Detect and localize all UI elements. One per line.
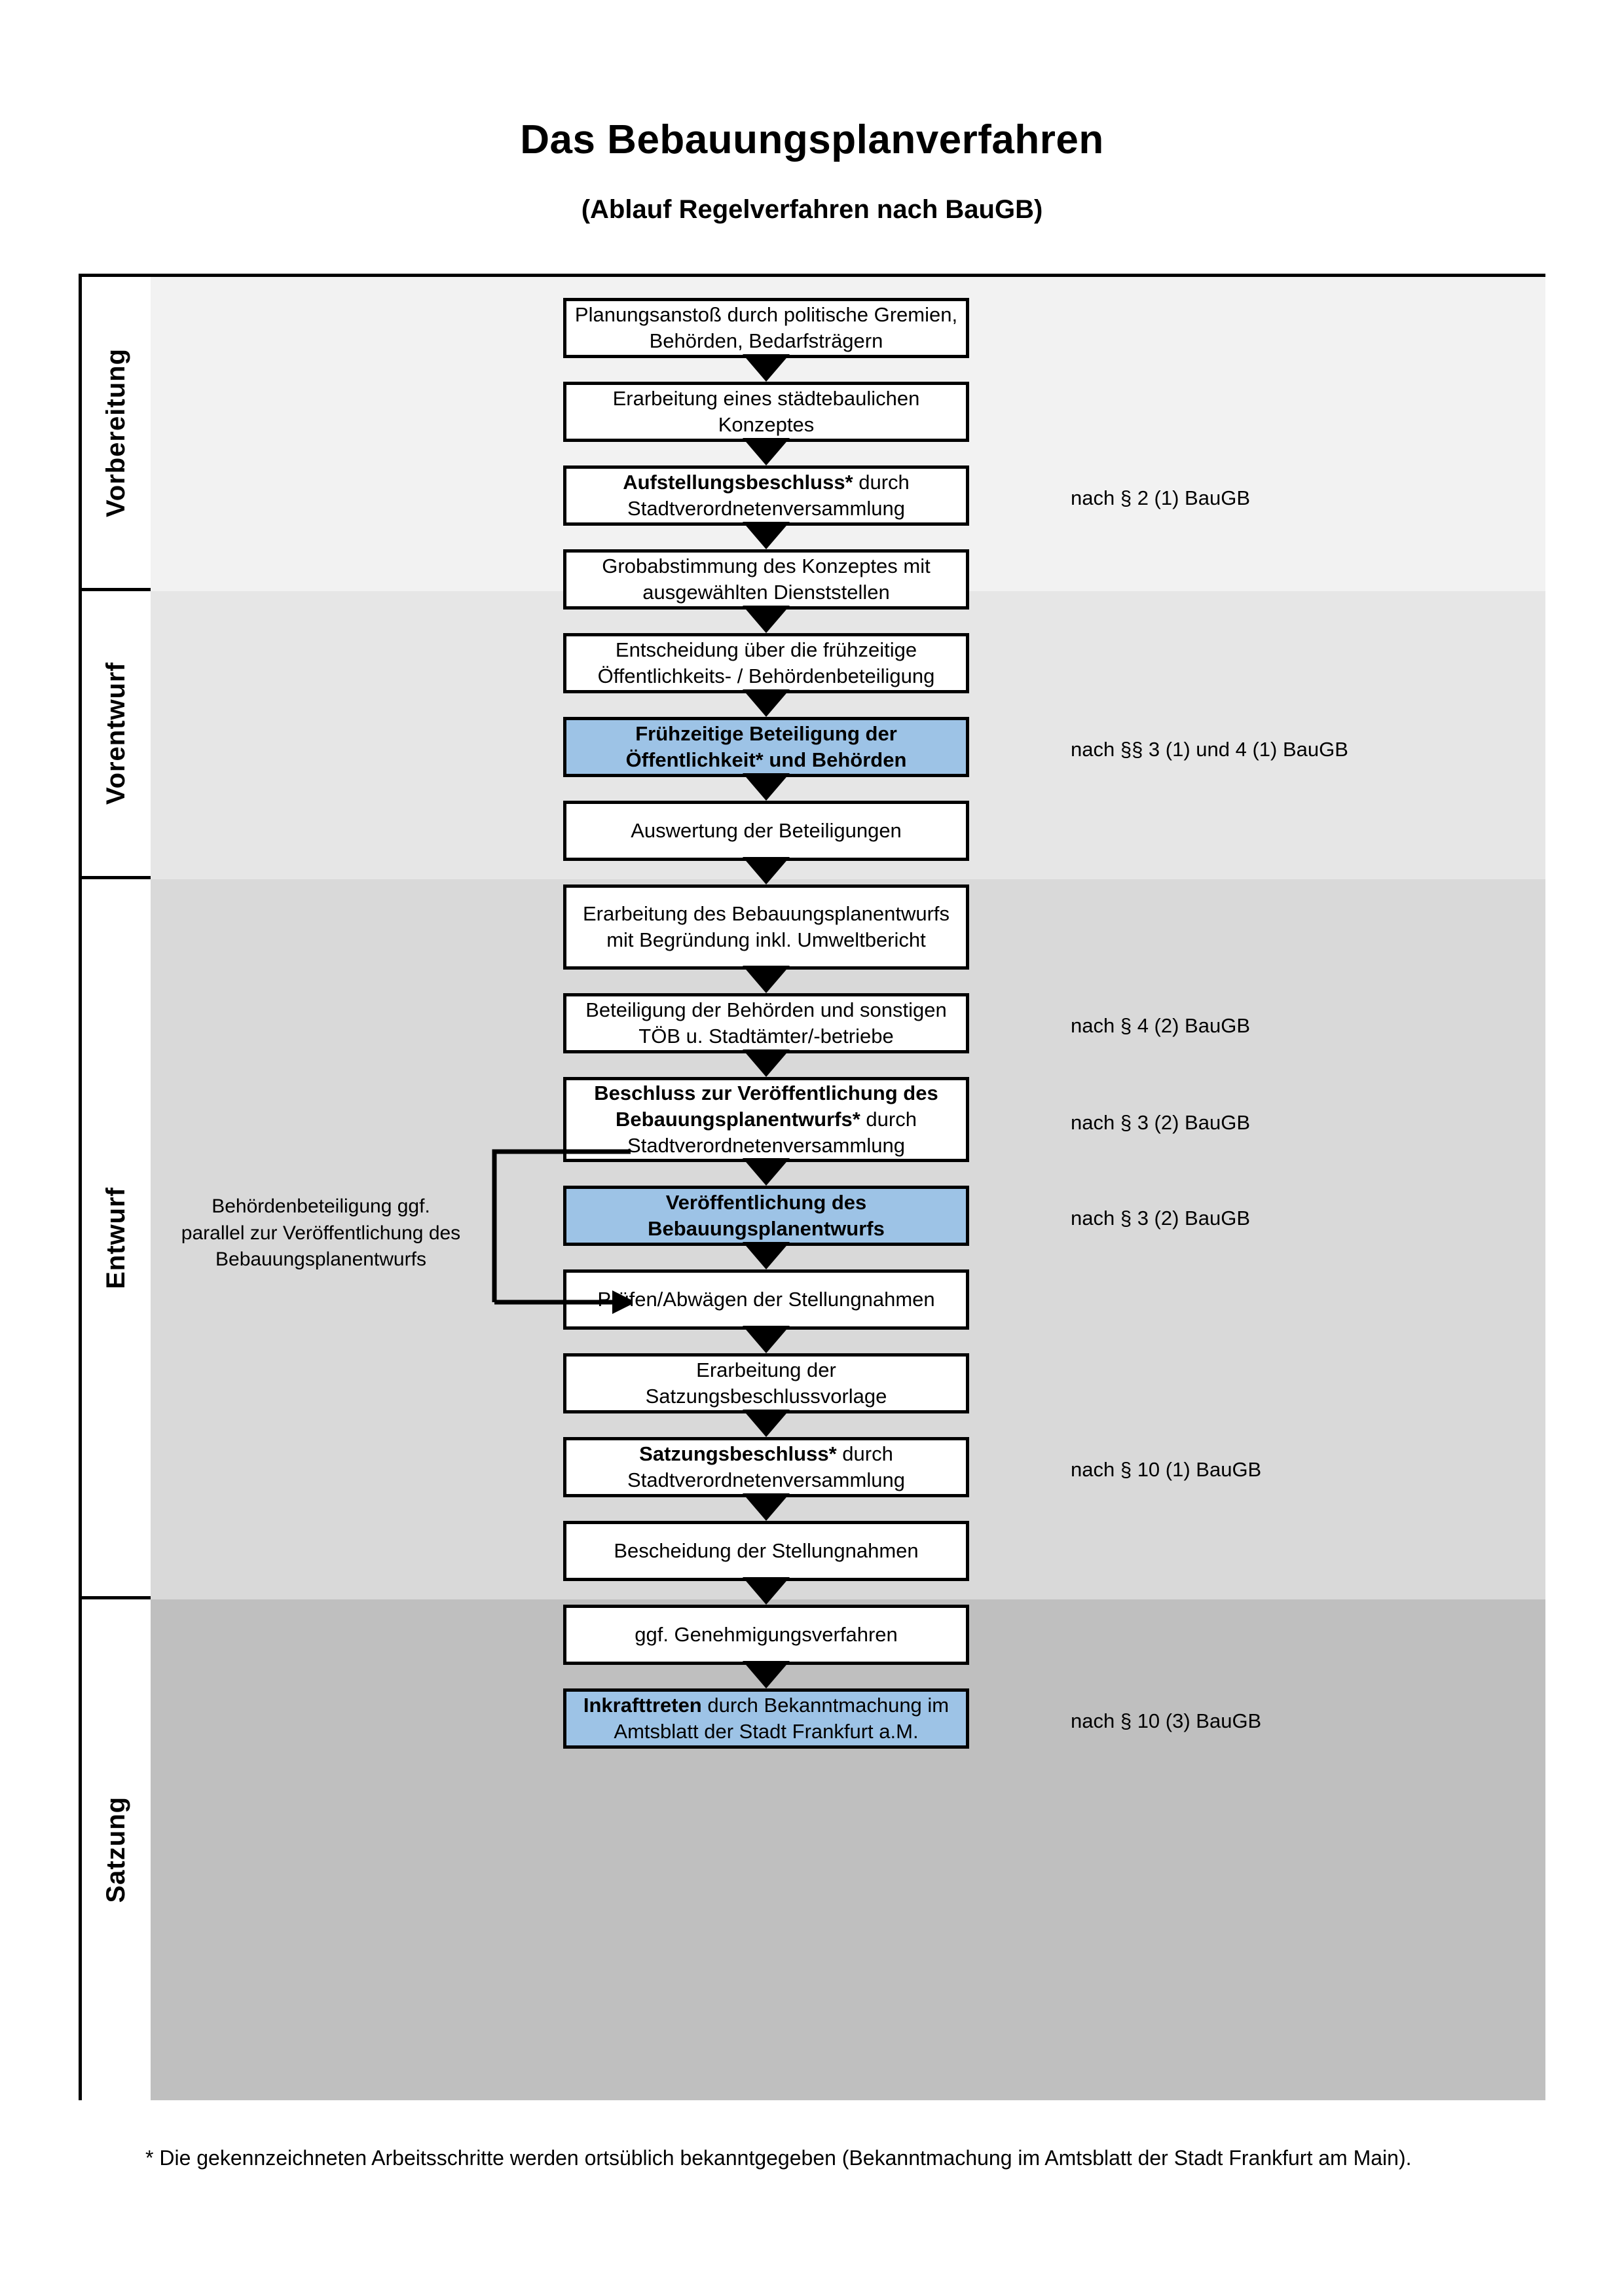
process-box-auswertung-beteiligungen[interactable]: Auswertung der Beteiligungen	[563, 801, 969, 861]
process-box-genehmigungsverfahren[interactable]: ggf. Genehmigungsverfahren	[563, 1605, 969, 1665]
process-box-pruefen-abwaegen[interactable]: Prüfen/Abwägen der Stellungnahmen	[563, 1269, 969, 1330]
process-box-inkrafttreten[interactable]: Inkrafttreten durch Bekanntmachung im Am…	[563, 1688, 969, 1749]
phase-label-entwurf: Entwurf	[82, 879, 151, 1599]
arrow-down-icon	[743, 773, 790, 801]
arrow-down-icon	[743, 1049, 790, 1077]
process-box-rest-text: durch Stadtverordnetenversammlung	[627, 470, 910, 520]
process-box-text: Erarbeitung der Satzungsbeschlussvorlage	[645, 1358, 887, 1408]
process-box-beschluss-veroeffentlichung[interactable]: Beschluss zur Veröffentlichung des Bebau…	[563, 1077, 969, 1162]
process-box-text: Veröffentlichung des Bebauungsplanentwur…	[573, 1190, 959, 1243]
process-box-fruehzeitige-beteiligung[interactable]: Frühzeitige Beteiligung der Öffentlichke…	[563, 717, 969, 777]
arrow-down-icon	[743, 1242, 790, 1269]
process-box-staedtebauliches-konzept[interactable]: Erarbeitung eines städtebaulichen Konzep…	[563, 382, 969, 442]
process-box-bold-text: Aufstellungsbeschluss*	[623, 470, 853, 494]
process-box-veroeffentlichung-entwurf[interactable]: Veröffentlichung des Bebauungsplanentwur…	[563, 1186, 969, 1246]
phase-label-text: Satzung	[101, 1796, 130, 1903]
parallel-branch-connector	[492, 1149, 632, 1314]
process-box-text: Beschluss zur Veröffentlichung des Bebau…	[573, 1080, 959, 1159]
process-box-text: Beteiligung der Behörden und sonstigen T…	[585, 998, 947, 1048]
flowchart-frame: Vorbereitung Vorentwurf Entwurf Satzung …	[79, 274, 1545, 2100]
phase-label-text: Vorbereitung	[101, 348, 130, 517]
arrow-down-icon	[743, 1577, 790, 1605]
legal-reference-paragraph-4-2: nach § 4 (2) BauGB	[1071, 1014, 1250, 1037]
legal-reference-paragraph-10-1: nach § 10 (1) BauGB	[1071, 1458, 1262, 1481]
arrow-down-icon	[743, 438, 790, 465]
phase-label-text: Vorentwurf	[101, 662, 130, 805]
side-note-parallel-participation: Behördenbeteiligung ggf. parallel zur Ve…	[181, 1195, 461, 1270]
legal-reference-paragraph-2-1: nach § 2 (1) BauGB	[1071, 486, 1250, 509]
process-box-text: Inkrafttreten durch Bekanntmachung im Am…	[573, 1692, 959, 1745]
arrow-down-icon	[743, 606, 790, 633]
legal-reference-paragraph-3-2-veroeffentlichung: nach § 3 (2) BauGB	[1071, 1207, 1250, 1230]
process-box-bold-text: Veröffentlichung des Bebauungsplanentwur…	[648, 1190, 885, 1240]
arrow-down-icon	[743, 1493, 790, 1521]
process-box-bold-text: Inkrafttreten	[583, 1693, 702, 1717]
arrow-down-icon	[743, 966, 790, 993]
process-box-text: Frühzeitige Beteiligung der Öffentlichke…	[573, 721, 959, 774]
phase-band-satzung	[151, 1599, 1545, 2100]
arrow-down-icon	[743, 689, 790, 717]
process-box-bescheidung-stellungnahmen[interactable]: Bescheidung der Stellungnahmen	[563, 1521, 969, 1581]
process-box-erarbeitung-bebauungsplanentwurf[interactable]: Erarbeitung des Bebauungsplanentwurfs mi…	[563, 884, 969, 970]
process-box-erarbeitung-satzungsbeschlussvorlage[interactable]: Erarbeitung der Satzungsbeschlussvorlage	[563, 1353, 969, 1413]
title-block: Das Bebauungsplanverfahren (Ablauf Regel…	[0, 117, 1624, 225]
process-box-grobabstimmung[interactable]: Grobabstimmung des Konzeptes mit ausgewä…	[563, 549, 969, 610]
process-box-text: Satzungsbeschluss* durch Stadtverordnete…	[573, 1441, 959, 1494]
phase-label-text: Entwurf	[101, 1186, 130, 1289]
page-title: Das Bebauungsplanverfahren	[520, 117, 1104, 162]
process-box-aufstellungsbeschluss[interactable]: Aufstellungsbeschluss* durch Stadtverord…	[563, 465, 969, 526]
process-box-text: Erarbeitung des Bebauungsplanentwurfs mi…	[582, 902, 950, 951]
process-box-beteiligung-behoerden-toeb[interactable]: Beteiligung der Behörden und sonstigen T…	[563, 993, 969, 1053]
process-box-bold-text: Beschluss zur Veröffentlichung des Bebau…	[594, 1081, 938, 1131]
process-box-text: ggf. Genehmigungsverfahren	[635, 1622, 898, 1646]
arrow-down-icon	[743, 1326, 790, 1353]
arrow-down-icon	[743, 1410, 790, 1437]
legal-reference-paragraph-3-2-beschluss: nach § 3 (2) BauGB	[1071, 1111, 1250, 1134]
process-box-satzungsbeschluss[interactable]: Satzungsbeschluss* durch Stadtverordnete…	[563, 1437, 969, 1497]
process-box-text: Entscheidung über die frühzeitige Öffent…	[597, 638, 935, 687]
arrow-down-icon	[743, 1158, 790, 1186]
phase-label-satzung: Satzung	[82, 1599, 151, 2100]
process-box-text: Aufstellungsbeschluss* durch Stadtverord…	[573, 469, 959, 522]
phase-label-vorentwurf: Vorentwurf	[82, 591, 151, 879]
process-box-rest-text: durch Stadtverordnetenversammlung	[627, 1107, 917, 1157]
footnote-text: * Die gekennzeichneten Arbeitsschritte w…	[145, 2146, 1412, 2170]
arrow-down-icon	[743, 522, 790, 549]
phase-label-vorbereitung: Vorbereitung	[82, 277, 151, 591]
process-box-text: Bescheidung der Stellungnahmen	[614, 1539, 919, 1562]
phase-label-column: Vorbereitung Vorentwurf Entwurf Satzung	[82, 277, 151, 2100]
arrow-down-icon	[743, 1661, 790, 1688]
process-box-text: Erarbeitung eines städtebaulichen Konzep…	[612, 386, 920, 436]
process-box-text: Planungsanstoß durch politische Gremien,…	[574, 302, 958, 352]
process-box-bold-text: Satzungsbeschluss*	[639, 1442, 837, 1465]
process-box-text: Grobabstimmung des Konzeptes mit ausgewä…	[602, 554, 931, 604]
legal-reference-paragraph-10-3: nach § 10 (3) BauGB	[1071, 1709, 1262, 1732]
process-box-entscheidung-fruehzeitige-beteiligung[interactable]: Entscheidung über die frühzeitige Öffent…	[563, 633, 969, 693]
arrow-down-icon	[743, 857, 790, 884]
process-box-rest-text: durch Bekanntmachung im Amtsblatt der St…	[614, 1693, 950, 1743]
page-subtitle: (Ablauf Regelverfahren nach BauGB)	[581, 195, 1043, 225]
process-box-bold-text: Frühzeitige Beteiligung der Öffentlichke…	[625, 721, 907, 771]
process-box-rest-text: durch Stadtverordnetenversammlung	[627, 1442, 905, 1491]
process-box-planungsanstoss[interactable]: Planungsanstoß durch politische Gremien,…	[563, 298, 969, 358]
process-box-text: Prüfen/Abwägen der Stellungnahmen	[597, 1287, 935, 1311]
legal-reference-paragraph-3-1-4-1: nach §§ 3 (1) und 4 (1) BauGB	[1071, 738, 1348, 761]
process-box-text: Auswertung der Beteiligungen	[631, 818, 902, 842]
arrow-down-icon	[743, 354, 790, 382]
